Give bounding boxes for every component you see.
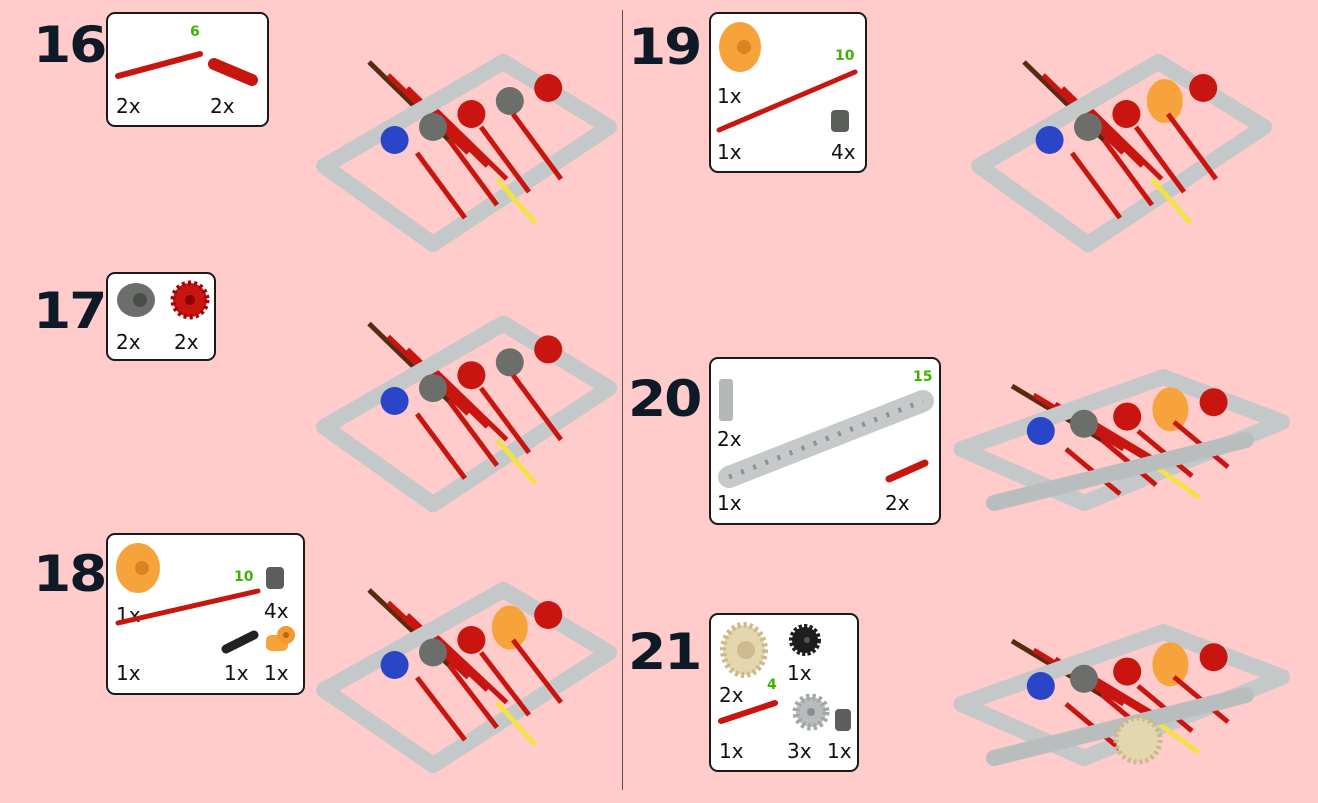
part-qty: 1x	[787, 661, 812, 685]
parts-box-21: 2x 1x 4 1x 3x 1x	[709, 613, 859, 772]
tan-gear-icon	[720, 622, 768, 678]
part-qty: 1x	[719, 739, 744, 763]
grey-gear-icon	[792, 693, 830, 731]
assembly-model-16	[316, 54, 617, 252]
step-number-19: 19	[628, 18, 702, 76]
part-qty: 1x	[224, 661, 249, 685]
parts-box-18: 1x 10 1x 4x 1x 1x	[106, 533, 305, 695]
part-qty: 2x	[719, 683, 744, 707]
part-qty: 1x	[264, 661, 289, 685]
orange-disc-icon	[719, 22, 761, 72]
red-axle-pin-icon	[885, 459, 929, 483]
orange-disc-icon	[116, 543, 160, 593]
assembly-model-19	[971, 54, 1272, 252]
part-qty: 3x	[787, 739, 812, 763]
dark-grey-bush-icon	[266, 567, 284, 589]
step-number-21: 21	[628, 623, 702, 681]
step-number-20: 20	[628, 370, 702, 428]
step-number-17: 17	[33, 282, 107, 340]
axle-length-label: 4	[767, 677, 777, 693]
part-qty: 1x	[717, 140, 742, 164]
part-qty: 1x	[717, 491, 742, 515]
red-axle-icon	[718, 700, 778, 724]
parts-box-20: 2x 15 1x 2x	[709, 357, 941, 525]
grey-beam-icon	[718, 390, 934, 488]
axle-length-label: 10	[835, 48, 855, 64]
dark-grey-bush-icon	[831, 110, 849, 132]
part-qty: 2x	[885, 491, 910, 515]
black-pin-icon	[221, 630, 259, 654]
axle-length-label: 10	[234, 569, 254, 585]
parts-box-16: 6 2x 2x	[106, 12, 269, 127]
part-qty: 2x	[717, 427, 742, 451]
red-gear-icon	[170, 280, 210, 320]
red-axle-icon	[115, 588, 261, 626]
part-qty: 2x	[116, 330, 141, 354]
beam-length-label: 15	[913, 369, 933, 385]
red-axle-icon	[716, 69, 858, 133]
step-number-18: 18	[33, 545, 107, 603]
part-qty: 1x	[827, 739, 852, 763]
assembly-model-17	[316, 315, 617, 513]
dark-grey-clutch-icon	[117, 283, 155, 317]
assembly-model-18	[316, 582, 617, 773]
black-gear-icon	[789, 624, 821, 656]
orange-connector-icon	[266, 626, 295, 651]
parts-box-19: 1x 10 1x 4x	[709, 12, 867, 173]
step-number-16: 16	[33, 16, 107, 74]
part-qty: 1x	[116, 661, 141, 685]
parts-box-17: 2x 2x	[106, 272, 216, 361]
part-qty: 4x	[264, 599, 289, 623]
dark-grey-bush-icon	[835, 709, 851, 731]
part-qty: 4x	[831, 140, 856, 164]
part-qty: 2x	[116, 94, 141, 118]
red-axle-icon	[115, 51, 203, 79]
grey-connector-icon	[719, 379, 733, 421]
red-axle-connector-icon	[208, 58, 258, 86]
axle-length-label: 6	[190, 24, 200, 40]
part-qty: 2x	[210, 94, 235, 118]
page-divider	[622, 10, 623, 790]
part-qty: 2x	[174, 330, 199, 354]
assembly-model-20	[953, 369, 1290, 511]
assembly-model-21	[953, 624, 1290, 766]
part-qty: 1x	[717, 84, 742, 108]
